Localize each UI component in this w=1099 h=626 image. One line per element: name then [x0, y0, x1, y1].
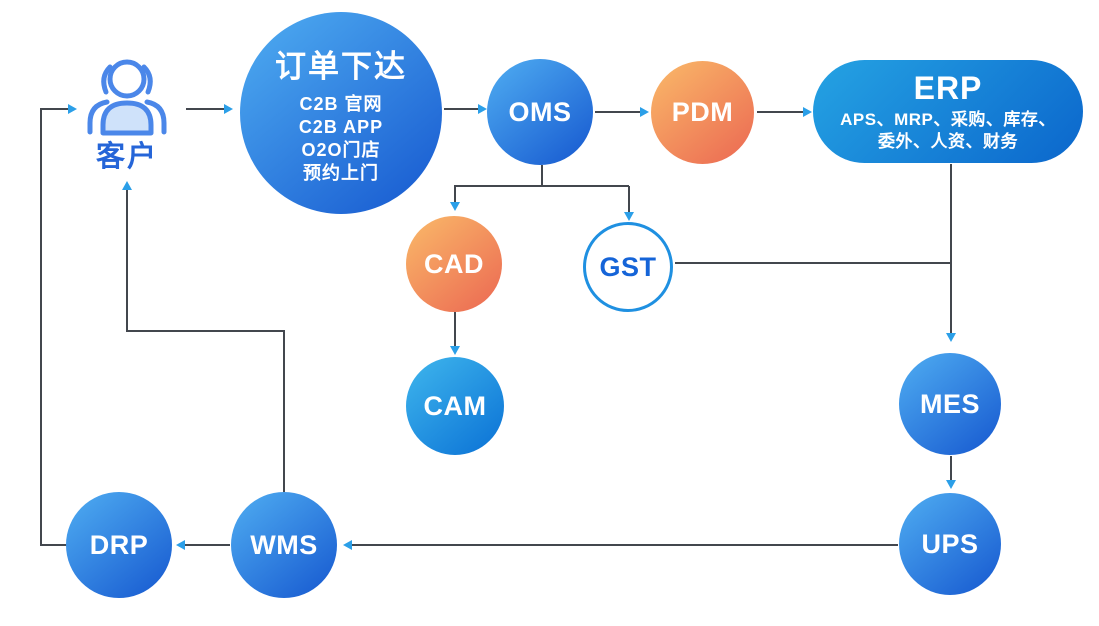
- arrowhead-into-wms: [343, 540, 352, 550]
- arrowhead-into-gst: [624, 212, 634, 221]
- connector-drp-customer-top: [40, 108, 69, 110]
- node-wms: WMS: [231, 492, 337, 598]
- connector-branch-cad: [454, 186, 456, 202]
- ups-label: UPS: [921, 528, 979, 559]
- node-mes: MES: [899, 353, 1001, 455]
- wms-label: WMS: [250, 529, 318, 560]
- node-oms: OMS: [487, 59, 593, 165]
- erp-title: ERP: [913, 70, 983, 106]
- connector-customer-up: [126, 190, 128, 331]
- arrowhead-into-cam: [450, 346, 460, 355]
- connector-wms-drp: [185, 544, 230, 546]
- connector-oms-branch-stem: [541, 165, 543, 186]
- cam-label: CAM: [423, 390, 487, 421]
- arrowhead-into-mes: [946, 333, 956, 342]
- connector-pdm-erp: [757, 111, 803, 113]
- connector-wms-up: [283, 331, 285, 492]
- connector-branch-gst: [628, 186, 630, 212]
- connector-oms-branch-bar: [454, 185, 629, 187]
- connector-drp-customer-vertical: [40, 109, 42, 545]
- erp-modules: APS、MRP、采购、库存、: [840, 110, 1056, 129]
- node-order: 订单下达 C2B 官网 C2B APP O2O门店 预约上门: [240, 12, 442, 214]
- arrowhead-into-customer-bottom: [122, 181, 132, 190]
- connector-wms-customer-bar: [126, 330, 285, 332]
- connector-gst-junction: [675, 262, 951, 264]
- erp-modules: 委外、人资、财务: [878, 132, 1018, 151]
- order-channel: 预约上门: [303, 163, 379, 183]
- node-ups: UPS: [899, 493, 1001, 595]
- arrowhead-into-drp: [176, 540, 185, 550]
- node-cad: CAD: [406, 216, 502, 312]
- connector-cad-cam: [454, 312, 456, 346]
- arrowhead-into-erp: [803, 107, 812, 117]
- oms-label: OMS: [508, 96, 572, 127]
- connector-mes-ups: [950, 456, 952, 480]
- connector-customer-order: [186, 108, 224, 110]
- arrowhead-into-pdm: [640, 107, 649, 117]
- node-cam: CAM: [406, 357, 504, 455]
- cad-label: CAD: [424, 248, 484, 279]
- gst-label: GST: [599, 251, 657, 282]
- order-channel: O2O门店: [301, 140, 381, 160]
- mes-label: MES: [919, 388, 980, 419]
- arrowhead-into-order: [224, 104, 233, 114]
- connector-ups-wms: [352, 544, 898, 546]
- users-group-icon: [87, 59, 167, 136]
- node-customer: 客户: [77, 52, 177, 175]
- connector-erp-mes: [950, 164, 952, 333]
- pdm-label: PDM: [671, 97, 734, 127]
- node-gst: GST: [583, 222, 673, 312]
- connector-oms-pdm: [595, 111, 640, 113]
- connector-drp-customer-bottom: [40, 544, 67, 546]
- arrowhead-into-oms: [478, 104, 487, 114]
- node-pdm: PDM: [651, 61, 754, 164]
- arrowhead-into-cad: [450, 202, 460, 211]
- connector-order-oms: [444, 108, 478, 110]
- node-drp: DRP: [66, 492, 172, 598]
- order-channel: C2B 官网: [299, 94, 383, 114]
- order-channel: C2B APP: [298, 117, 384, 137]
- arrowhead-into-customer-left: [68, 104, 77, 114]
- customer-label: 客户: [95, 141, 158, 173]
- drp-label: DRP: [89, 529, 149, 560]
- arrowhead-into-ups: [946, 480, 956, 489]
- order-title: 订单下达: [275, 49, 407, 84]
- node-erp: ERP APS、MRP、采购、库存、 委外、人资、财务: [813, 60, 1083, 163]
